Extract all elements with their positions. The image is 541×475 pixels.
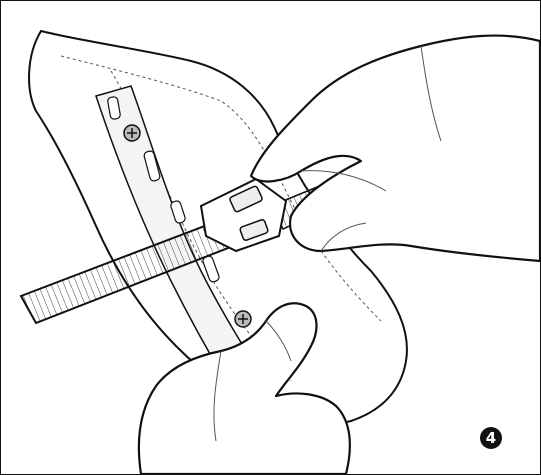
screw-icon xyxy=(124,125,140,141)
upper-right-hand xyxy=(251,36,540,261)
step-number-badge: 4 xyxy=(480,427,502,449)
screw-icon xyxy=(235,311,251,327)
